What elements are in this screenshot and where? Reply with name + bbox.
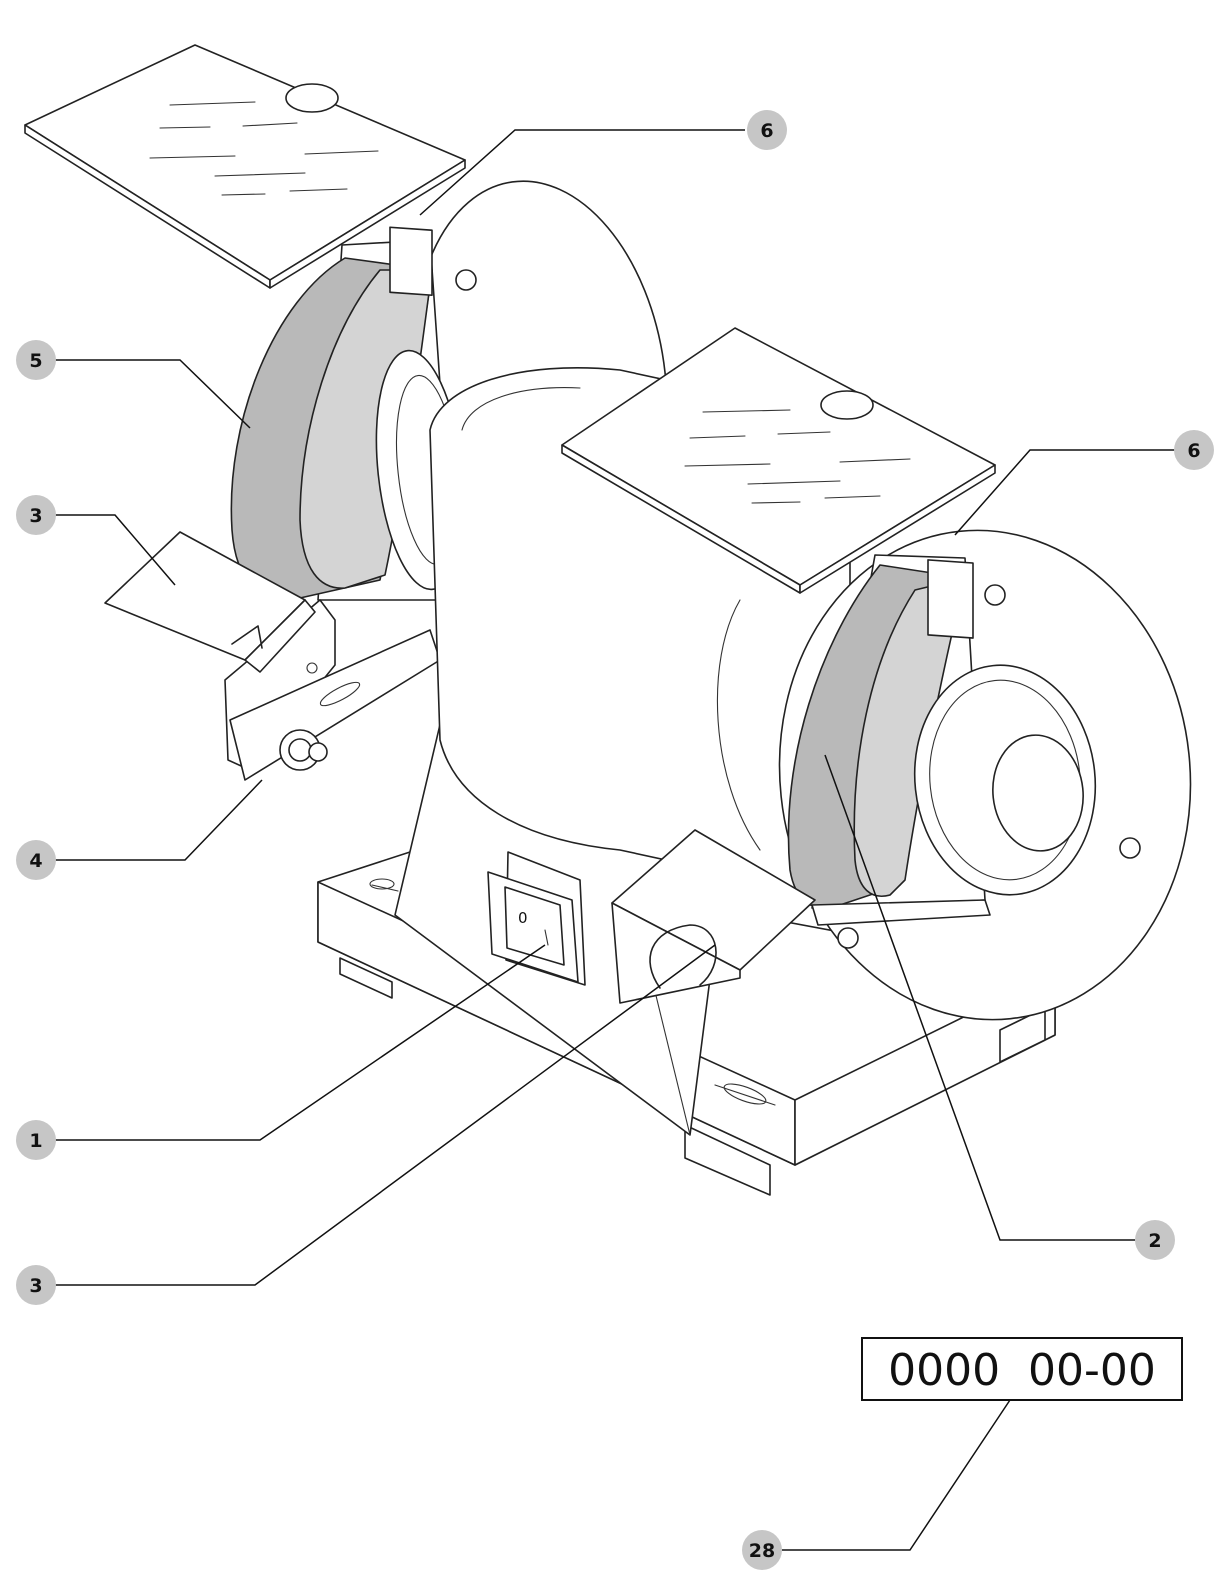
callout-badge — [747, 110, 787, 150]
callout-badge — [742, 1530, 782, 1570]
callout-1: 1 — [16, 1120, 56, 1160]
callout-badge — [16, 495, 56, 535]
callout-number: 4 — [29, 850, 42, 872]
leader-lines — [55, 129, 1175, 1551]
callout-number: 28 — [749, 1540, 775, 1562]
callout-badge — [16, 840, 56, 880]
callout-number: 6 — [1187, 440, 1200, 462]
callout-6-right: 6 — [1174, 430, 1214, 470]
callout-badge — [16, 1265, 56, 1305]
switch-off-mark: 0 — [518, 909, 528, 927]
power-switch: 0 — [487, 851, 586, 986]
callout-badge — [1174, 430, 1214, 470]
callout-number: 2 — [1148, 1230, 1161, 1252]
callout-number: 3 — [29, 1275, 42, 1297]
callout-28: 28 — [742, 1530, 782, 1570]
callout-badge — [16, 340, 56, 380]
callout-4: 4 — [16, 840, 56, 880]
callout-2: 2 — [1135, 1220, 1175, 1260]
right-wheel-assembly — [561, 327, 1192, 1021]
callout-6-top: 6 — [747, 110, 787, 150]
callout-3-lower: 3 — [16, 1265, 56, 1305]
serial-plate-frame — [861, 1337, 1183, 1401]
callout-badge — [1135, 1220, 1175, 1260]
callout-3-upper: 3 — [16, 495, 56, 535]
serial-number-plate: 0000 00-00 — [861, 1337, 1183, 1401]
serial-plate-text: 0000 00-00 — [888, 1345, 1156, 1396]
callout-5: 5 — [16, 340, 56, 380]
callout-number: 3 — [29, 505, 42, 527]
callout-badge — [16, 1120, 56, 1160]
callout-number: 5 — [29, 350, 42, 372]
callout-number: 6 — [760, 120, 773, 142]
callout-number: 1 — [29, 1130, 42, 1152]
